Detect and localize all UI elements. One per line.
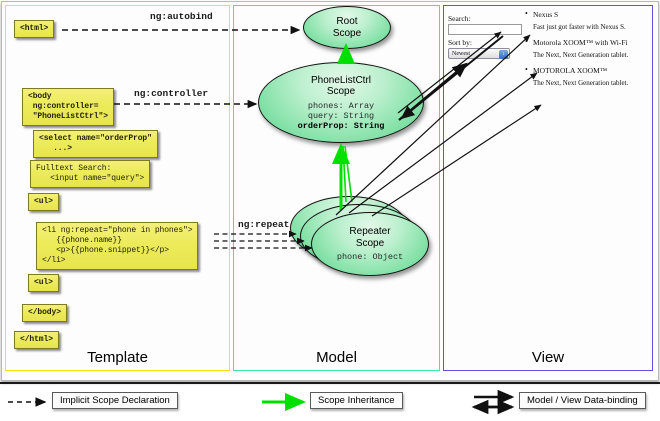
html-close-tag: </html> <box>14 331 59 349</box>
column-title-view: View <box>531 349 565 366</box>
sortby-field-group: Sort by: Newest ↕ <box>448 38 510 59</box>
html-open-tag: <html> <box>14 20 55 38</box>
search-field-group: Search: <box>448 14 522 35</box>
phone-name[interactable]: Motorola XOOM™ with Wi-Fi <box>524 37 652 48</box>
legend: Implicit Scope Declaration Scope Inherit… <box>0 385 660 421</box>
column-title-template: Template <box>87 349 148 366</box>
ng-repeat-label: ng:repeat <box>238 219 290 230</box>
phone-snippet: The Next, Next Generation tablet. <box>533 79 629 87</box>
legend-data-binding: Model / View Data-binding <box>519 392 646 409</box>
phone-snippet: Fast just got faster with Nexus S. <box>533 23 626 31</box>
phone-list: Nexus S Fast just got faster with Nexus … <box>524 9 652 90</box>
phonelistctrl-scope-props: phones: Array query: String orderProp: S… <box>298 101 385 131</box>
ul-close-tag: <ul> <box>28 274 59 292</box>
search-label: Search: <box>448 14 471 23</box>
sortby-select[interactable]: Newest ↕ <box>448 48 510 59</box>
legend-implicit-scope-declaration-label: Implicit Scope Declaration <box>52 392 178 409</box>
li-ngrepeat-block: <li ng:repeat="phone in phones"> {{phone… <box>36 222 199 270</box>
legend-scope-inheritance: Scope Inheritance <box>310 392 403 409</box>
phone-name[interactable]: MOTOROLA XOOM™ <box>524 65 652 76</box>
column-model: Model <box>233 5 440 371</box>
column-template: Template <box>5 5 230 371</box>
legend-divider <box>0 382 660 384</box>
sortby-selected-value: Newest <box>452 50 470 57</box>
prop-phone: phone: Object <box>336 252 404 262</box>
prop-query: query: String <box>307 110 375 121</box>
search-input[interactable] <box>448 24 522 35</box>
body-controller-tag: <body ng:controller= "PhoneListCtrl"> <box>22 88 114 126</box>
legend-implicit-scope-declaration: Implicit Scope Declaration <box>52 392 178 409</box>
fulltext-search-input: Fulltext Search: <input name="query"> <box>30 160 151 188</box>
ng-autobind-label: ng:autobind <box>150 11 213 22</box>
phone-snippet: The Next, Next Generation tablet. <box>533 51 629 59</box>
ng-controller-label: ng:controller <box>134 88 209 99</box>
repeater-scope-props: phone: Object <box>337 252 403 262</box>
ul-open-tag: <ul> <box>28 193 59 211</box>
view-pane: Search: Sort by: Newest ↕ Nexus S Fast j… <box>448 9 648 140</box>
legend-data-binding-label: Model / View Data-binding <box>519 392 646 409</box>
list-item: MOTOROLA XOOM™ The Next, Next Generation… <box>524 65 652 88</box>
sortby-label: Sort by: <box>448 38 472 47</box>
select-orderprop-tag: <select name="orderProp" ...> <box>33 130 158 158</box>
phone-name[interactable]: Nexus S <box>524 9 652 20</box>
legend-scope-inheritance-label: Scope Inheritance <box>310 392 403 409</box>
list-item: Nexus S Fast just got faster with Nexus … <box>524 9 652 32</box>
chevron-updown-icon: ↕ <box>499 50 508 59</box>
prop-phones: phones: Array <box>307 100 375 111</box>
body-close-tag: </body> <box>22 304 67 322</box>
prop-orderprop: orderProp: String <box>297 120 385 131</box>
list-item: Motorola XOOM™ with Wi-Fi The Next, Next… <box>524 37 652 60</box>
column-title-model: Model <box>316 349 357 366</box>
